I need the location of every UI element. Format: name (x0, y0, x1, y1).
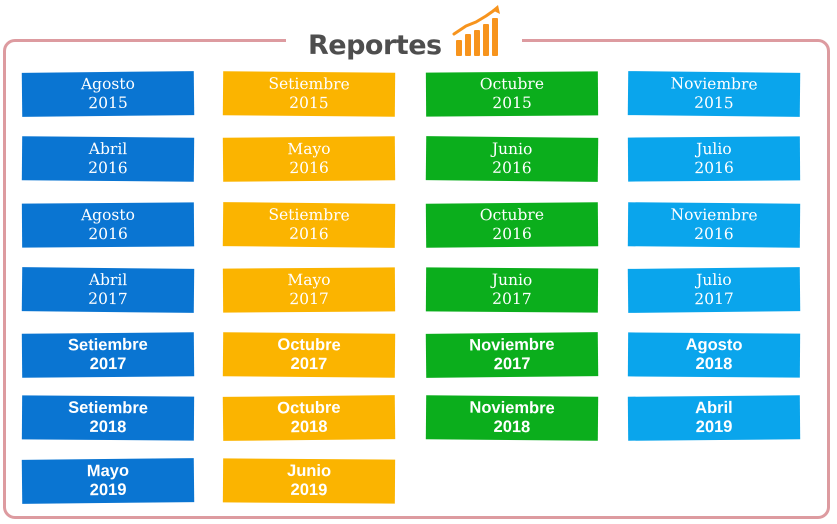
report-year: 2019 (89, 480, 127, 500)
header: Reportes (286, 4, 522, 61)
report-month: Noviembre (670, 74, 758, 94)
report-month: Agosto (80, 74, 135, 94)
report-year: 2016 (492, 158, 532, 178)
report-year: 2018 (493, 417, 531, 437)
report-year: 2016 (694, 158, 734, 178)
report-month: Octubre (277, 335, 341, 355)
report-month: Junio (287, 461, 332, 481)
report-year: 2017 (694, 289, 734, 309)
report-month: Setiembre (268, 74, 350, 94)
report-year: 2016 (289, 158, 329, 178)
report-year: 2017 (289, 289, 329, 309)
report-year: 2018 (290, 417, 328, 437)
report-month: Octubre (479, 74, 545, 94)
report-year: 2017 (88, 289, 128, 309)
report-year: 2019 (695, 417, 733, 437)
report-year: 2016 (289, 224, 329, 244)
report-month: Abril (695, 398, 733, 418)
report-month: Julio (696, 270, 732, 290)
report-year: 2017 (290, 354, 328, 374)
report-month: Junio (491, 270, 533, 290)
report-month: Julio (696, 139, 732, 159)
report-year: 2018 (89, 417, 127, 437)
report-year: 2017 (493, 354, 531, 374)
report-year: 2015 (694, 93, 734, 113)
report-month: Junio (491, 139, 533, 159)
report-year: 2018 (695, 354, 733, 374)
report-year: 2016 (492, 224, 532, 244)
report-month: Mayo (287, 139, 331, 159)
report-month: Agosto (80, 205, 135, 225)
report-month: Noviembre (670, 205, 758, 225)
page-title: Reportes (308, 30, 442, 61)
report-month: Abril (88, 270, 128, 290)
report-month: Setiembre (268, 205, 350, 225)
report-year: 2016 (694, 224, 734, 244)
report-year: 2015 (88, 93, 128, 113)
report-month: Mayo (287, 270, 331, 290)
report-month: Noviembre (469, 398, 555, 418)
report-month: Agosto (685, 335, 743, 355)
report-month: Octubre (277, 398, 341, 418)
report-year: 2017 (492, 289, 532, 309)
bar-chart-trend-icon (452, 5, 500, 56)
report-year: 2019 (290, 480, 328, 500)
report-year: 2015 (492, 93, 532, 113)
report-month: Mayo (86, 461, 130, 481)
report-year: 2016 (88, 224, 128, 244)
report-month: Setiembre (68, 398, 149, 418)
report-year: 2016 (88, 158, 128, 178)
report-month: Abril (88, 139, 128, 159)
report-year: 2015 (289, 93, 329, 113)
report-year: 2017 (89, 354, 127, 374)
report-month: Noviembre (469, 335, 555, 355)
report-month: Octubre (479, 205, 545, 225)
report-month: Setiembre (67, 335, 148, 355)
